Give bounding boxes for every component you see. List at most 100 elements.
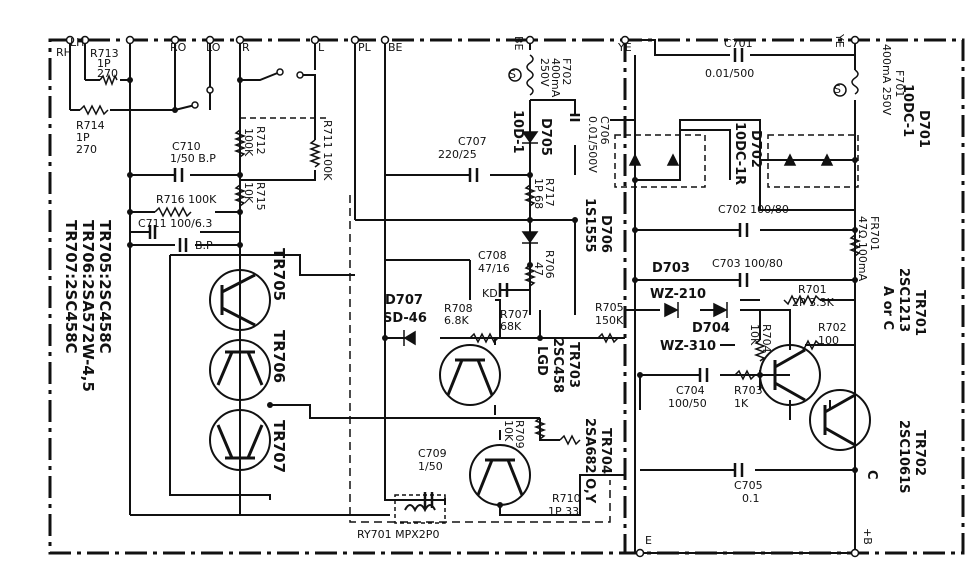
- tr701-grade: A or C: [880, 286, 895, 330]
- tr706-symbol: [209, 339, 271, 401]
- terminal-e: E: [645, 534, 652, 547]
- f702-s-mark: S: [509, 68, 516, 81]
- r714-type: 1P: [76, 131, 90, 144]
- bridge-d701-outline: [767, 134, 859, 188]
- f702-ref: F702: [560, 58, 573, 86]
- terminal-lo: LO: [206, 41, 221, 54]
- tr703-symbol: [439, 344, 501, 406]
- r708-value: 6.8K: [444, 314, 469, 327]
- c707-ref: C707: [458, 135, 487, 148]
- tr707-symbol: [209, 409, 271, 471]
- d704-type: WZ-310: [660, 339, 717, 354]
- r704-value: 10K: [748, 324, 761, 346]
- f701-rating: 400mA 250V: [880, 44, 893, 116]
- c708-kd: KD: [482, 287, 498, 300]
- tr704-symbol: [469, 444, 531, 506]
- r715-value: 10K: [242, 182, 255, 204]
- r709-ref: R709: [513, 420, 526, 449]
- r714-value: 270: [76, 143, 97, 156]
- terminal-be-top: BE: [388, 41, 403, 54]
- r713-value: 270: [97, 67, 118, 80]
- r711-label: R711 100K: [321, 120, 334, 181]
- r701-ref: R701: [798, 283, 827, 296]
- tr702-grade: C: [864, 470, 879, 480]
- fr701-ref: FR701: [868, 216, 881, 251]
- r715-ref: R715: [254, 182, 267, 211]
- c705-ref: C705: [734, 479, 763, 492]
- tr702-ref: TR702: [912, 430, 927, 477]
- r705-value: 150K: [595, 314, 624, 327]
- r717-ref: R717: [543, 178, 556, 207]
- c711-bp: B.P: [195, 239, 213, 252]
- d707-type: SD-46: [383, 311, 427, 326]
- terminal-l: L: [318, 41, 325, 54]
- tr703-type: 2SC458: [550, 338, 565, 394]
- r702-ref: R702: [818, 321, 847, 334]
- c709-ref: C709: [418, 447, 447, 460]
- r707-value: 68K: [500, 320, 522, 333]
- r705-ref: R705: [595, 301, 624, 314]
- c704-value: 100/50: [668, 397, 707, 410]
- c701-value: 0.01/500: [705, 67, 755, 80]
- d703-type: WZ-210: [650, 287, 707, 302]
- c706-value: 0.01/500V: [586, 116, 599, 173]
- c701-ref: C701: [724, 37, 753, 50]
- d705-ref: D705: [538, 118, 553, 156]
- legend-tr706: TR706:2SA572W-4,5: [79, 220, 97, 392]
- d706-type: 1S1555: [582, 198, 597, 253]
- tr702-symbol: [809, 389, 871, 451]
- d703-ref: D703: [652, 261, 690, 276]
- r706-ref: R706: [543, 250, 556, 279]
- d707-ref: D707: [385, 293, 423, 308]
- tr703-ref: TR703: [566, 342, 581, 389]
- d702-ref: D702: [748, 130, 763, 168]
- board-outline: [48, 38, 965, 555]
- c702-label: C702 100/80: [718, 203, 789, 216]
- r703-ref: R703: [734, 384, 763, 397]
- terminal-ye-right: YE: [833, 34, 846, 48]
- tr702-type: 2SC1061S: [896, 420, 911, 494]
- r704-ref: R704: [760, 324, 773, 353]
- c709-value: 1/50: [418, 460, 443, 473]
- tr704-type: 2SA682 O,Y: [582, 418, 597, 504]
- r710-value: 1P 33: [548, 505, 580, 518]
- d702-type: 10DC-1R: [732, 122, 747, 186]
- c708-value: 47/16: [478, 262, 510, 275]
- r712-value: 100K: [242, 128, 255, 157]
- terminal-rh: RH: [56, 46, 72, 59]
- r708-ref: R708: [444, 302, 473, 315]
- r707-ref: R707: [500, 308, 529, 321]
- terminal-pl: PL: [358, 41, 371, 54]
- r716-label: R716 100K: [156, 193, 217, 206]
- c703-label: C703 100/80: [712, 257, 783, 270]
- tr705-label: TR705: [270, 248, 288, 302]
- tr704-ref: TR704: [598, 428, 613, 475]
- r713-ref: R713: [90, 47, 119, 60]
- r709-value: 10K: [502, 420, 515, 442]
- r702-value: 100: [818, 334, 839, 347]
- terminal-be-fuse: BE: [512, 36, 525, 51]
- r717-value: 1P 68: [532, 178, 545, 210]
- tr705-symbol: [209, 269, 271, 331]
- d701-type: 10DC-1: [900, 84, 915, 138]
- r714-ref: R714: [76, 119, 105, 132]
- c704-ref: C704: [676, 384, 705, 397]
- f702-voltage: 250V: [538, 58, 551, 87]
- r710-ref: R710: [552, 492, 581, 505]
- c708-ref: C708: [478, 249, 507, 262]
- r706-value: 47: [532, 262, 545, 276]
- fr701-value: 47Ω 100mA: [856, 216, 869, 282]
- f701-s-mark: S: [834, 83, 841, 96]
- c705-value: 0.1: [742, 492, 760, 505]
- tr701-type: 2SC1213: [896, 268, 911, 333]
- d701-ref: D701: [916, 110, 931, 148]
- tr701-ref: TR701: [912, 290, 927, 337]
- terminal-ye-left: YE: [618, 41, 632, 54]
- f702-current: 400mA: [549, 58, 562, 98]
- r701-value: 2P 3.3K: [792, 296, 834, 309]
- r713-type: 1P: [97, 57, 111, 70]
- ry701-label: RY701 MPX2P0: [357, 528, 440, 541]
- c706-ref: C706: [598, 116, 611, 145]
- c710-ref: C710: [172, 140, 201, 153]
